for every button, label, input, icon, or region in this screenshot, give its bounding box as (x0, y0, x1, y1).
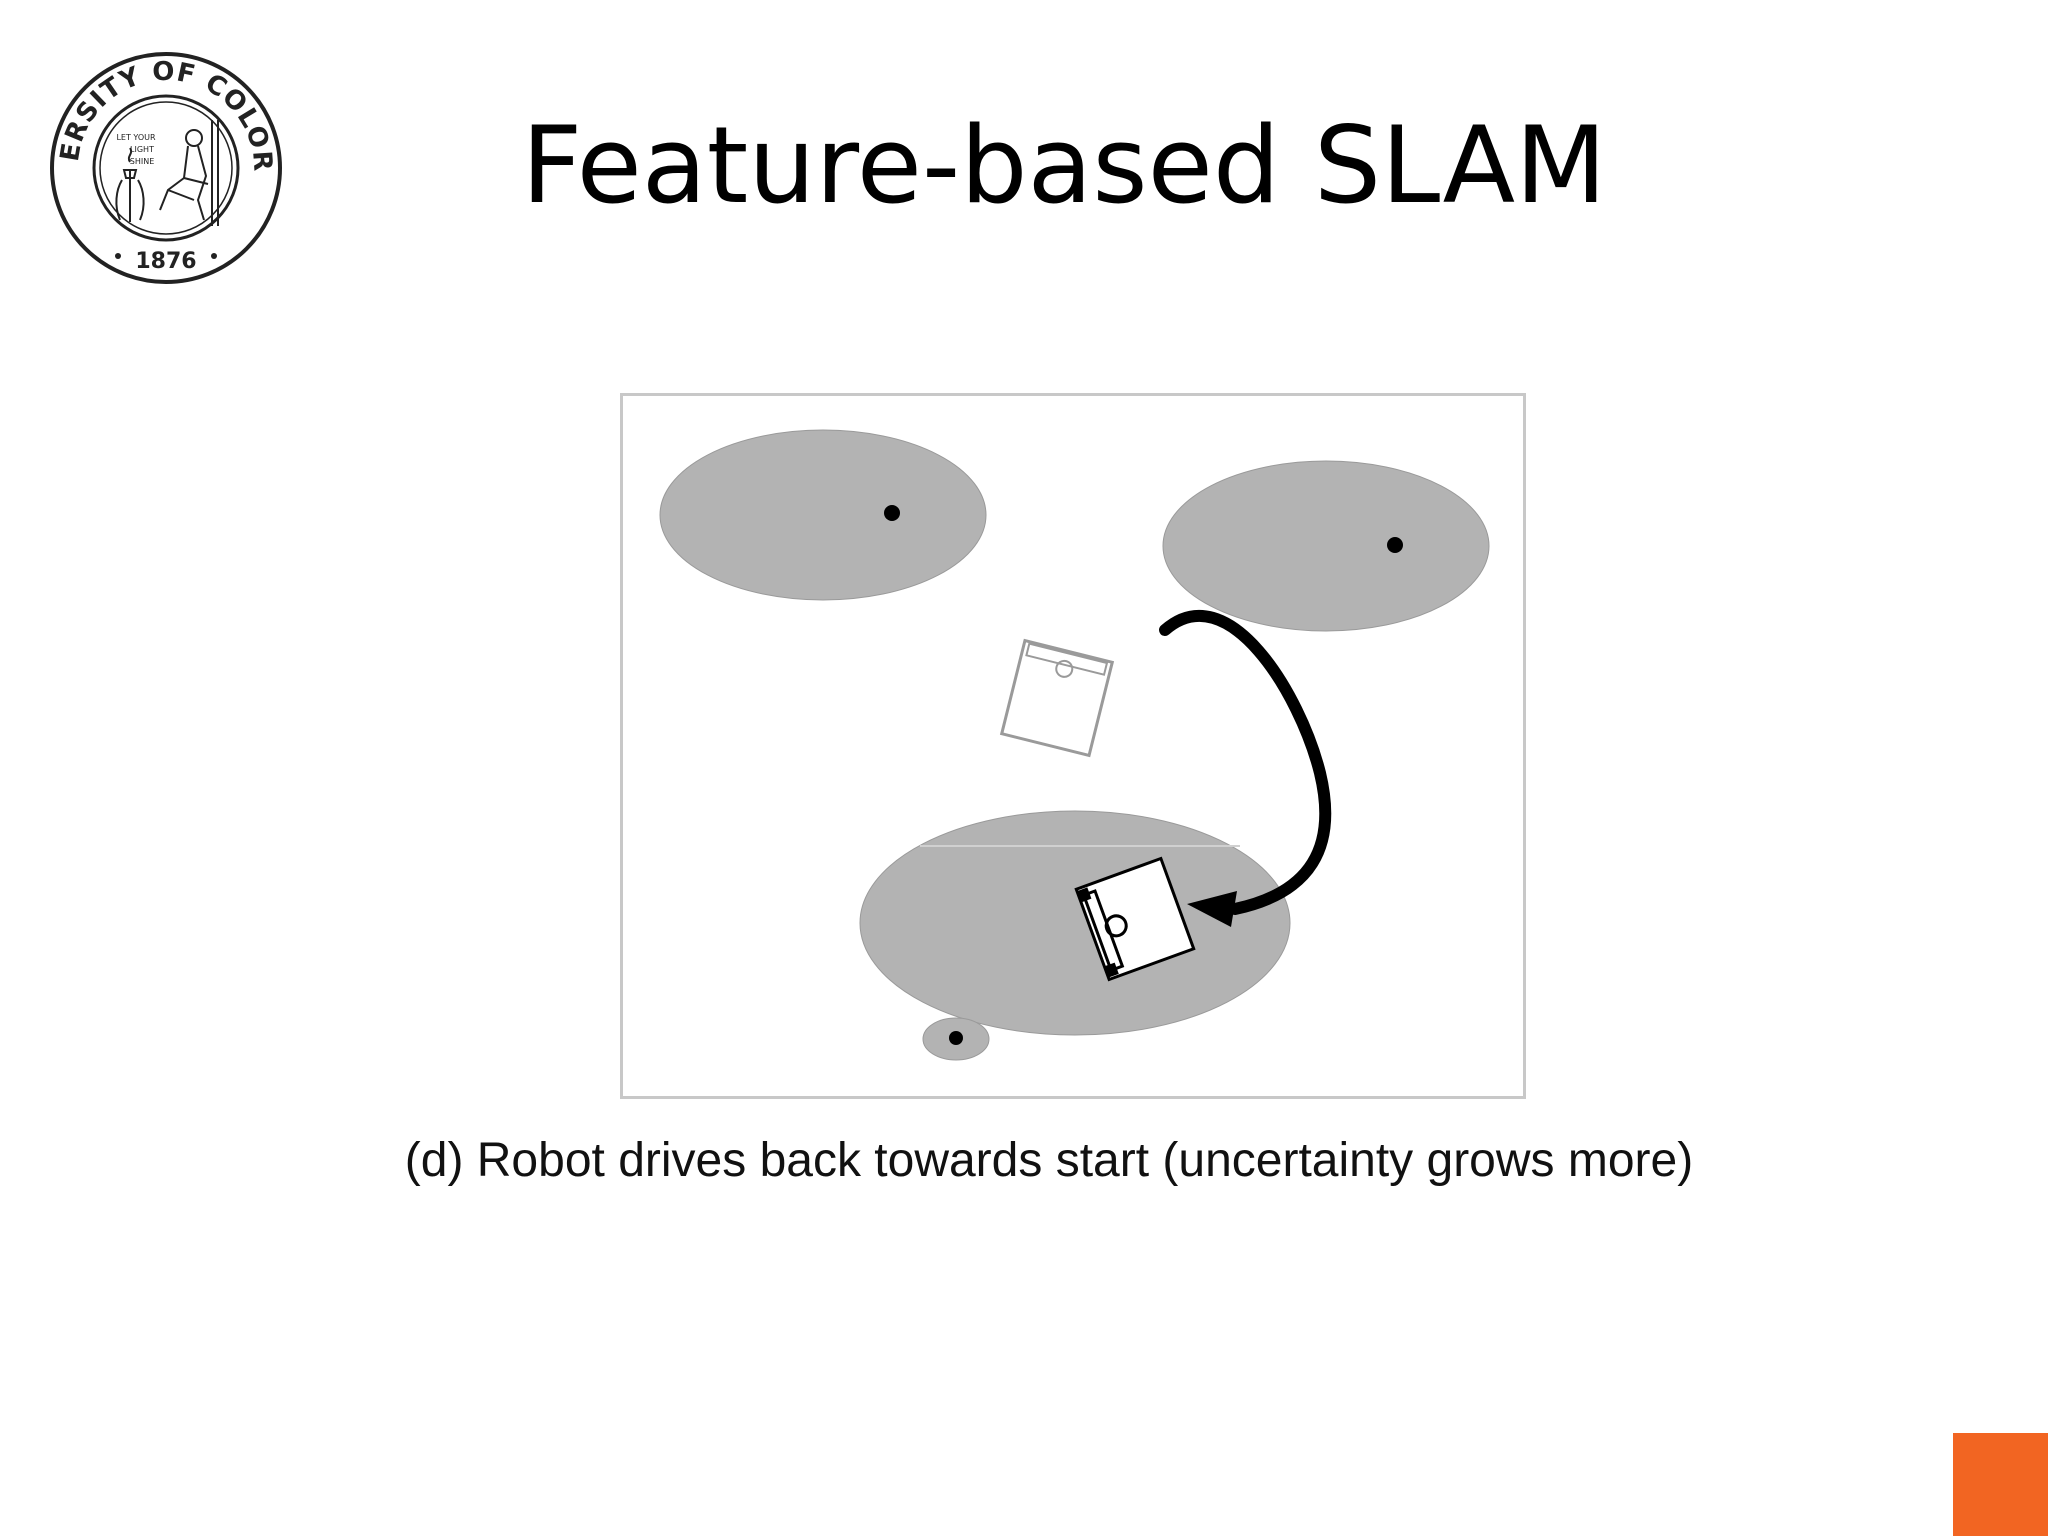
landmark-point-3 (949, 1031, 963, 1045)
slam-figure (620, 393, 1526, 1099)
landmark-point-1 (884, 505, 900, 521)
motion-arrowhead-icon (1187, 891, 1237, 927)
previous-robot-pose-icon (999, 638, 1115, 758)
university-seal-logo: UNIVERSITY OF COLORADO 1876 LET YOUR LIG… (48, 50, 282, 284)
seal-motto-1: LET YOUR (116, 133, 156, 142)
landmark-ellipse-1 (659, 429, 987, 601)
slide-title: Feature-based SLAM (521, 104, 1607, 227)
seal-motto-3: SHINE (130, 157, 155, 166)
seal-motto-2: LIGHT (130, 145, 154, 154)
seal-torch-icon (115, 147, 145, 222)
landmark-ellipse-2 (1162, 460, 1490, 632)
seal-year: 1876 (135, 249, 196, 274)
seal-figure-icon (159, 120, 219, 226)
figure-caption: (d) Robot drives back towards start (unc… (404, 1134, 1694, 1187)
corner-accent (1953, 1433, 2048, 1536)
landmark-point-2 (1387, 537, 1403, 553)
motion-arrow (1159, 609, 1332, 915)
robot-uncertainty-ellipse (859, 810, 1291, 1036)
current-robot-pose-icon (1074, 856, 1196, 982)
